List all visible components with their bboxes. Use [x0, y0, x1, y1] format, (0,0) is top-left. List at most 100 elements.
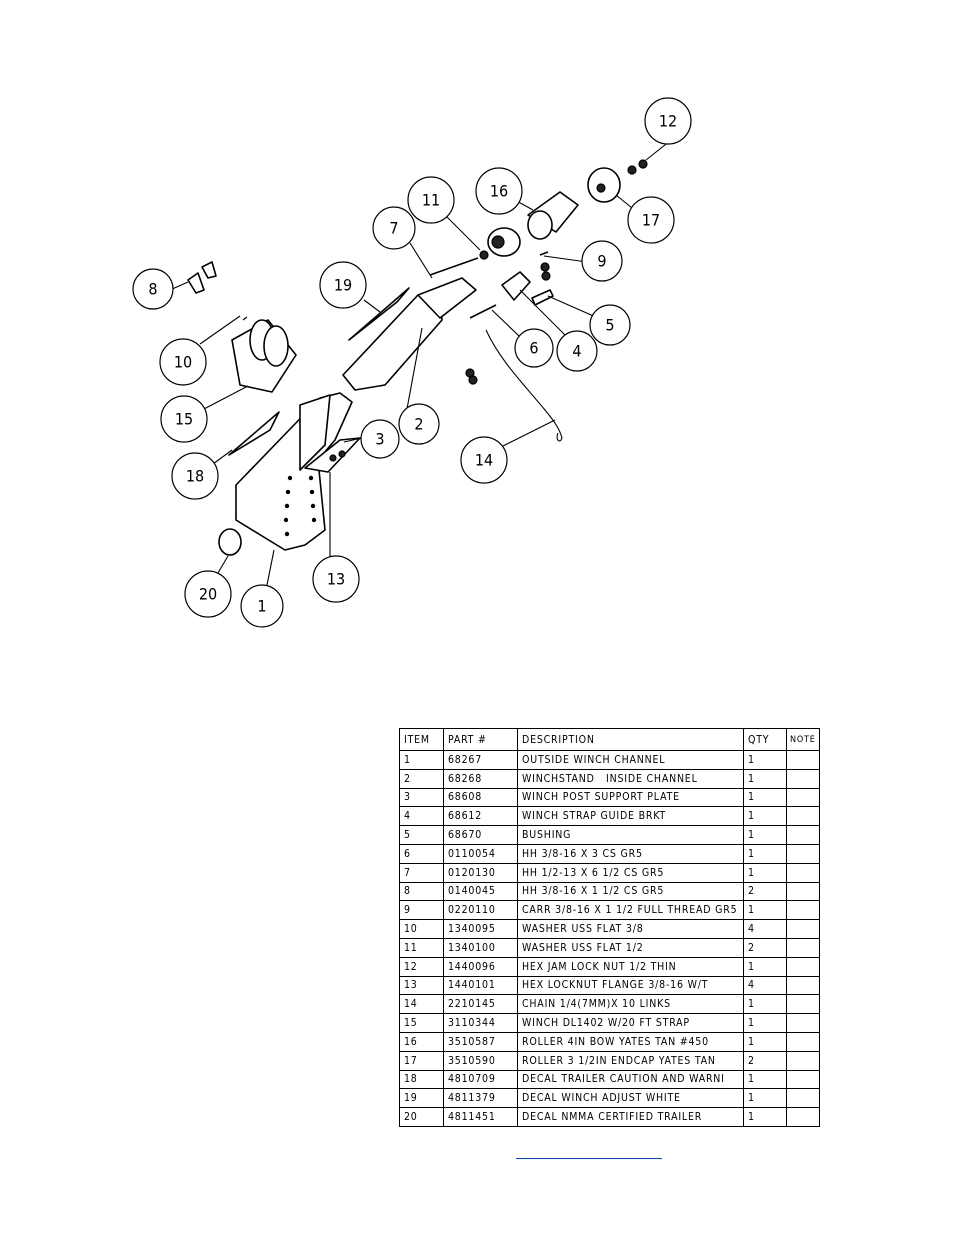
cell-qty: 1 [743, 750, 787, 770]
cell-note [786, 1013, 820, 1033]
cell-item: 7 [399, 862, 444, 883]
cell-note [786, 862, 820, 883]
callout-label: 10 [174, 353, 192, 372]
winch [231, 316, 297, 393]
cell-desc: WINCH STRAP GUIDE BRKT [517, 806, 744, 827]
callout-circle [312, 555, 360, 603]
cell-item: 15 [399, 1013, 444, 1033]
cell-desc: HH 3/8-16 X 3 CS GR5 [517, 843, 744, 864]
cell-part: 0140045 [443, 881, 518, 902]
callout-circle [132, 268, 174, 310]
cell-note [786, 1069, 820, 1090]
callout-12: 12 [644, 97, 692, 145]
cell-item: 14 [399, 994, 444, 1015]
cell-note [786, 881, 820, 902]
callout-label: 14 [475, 451, 493, 470]
callout-10: 10 [159, 338, 207, 386]
cell-part: 0220110 [443, 900, 518, 921]
callout-circle [171, 452, 219, 500]
callout-18: 18 [171, 452, 219, 500]
cell-qty: 1 [743, 1013, 787, 1033]
cell-part: 4810709 [443, 1069, 518, 1090]
cell-qty: 2 [743, 937, 787, 958]
callout-1: 1 [240, 584, 284, 628]
cell-qty: 1 [743, 843, 787, 864]
callout-circle [160, 395, 208, 443]
callout-20: 20 [184, 570, 232, 618]
cell-part: 68268 [443, 768, 518, 789]
cell-part: 68612 [443, 806, 518, 827]
cell-qty: 1 [743, 956, 787, 977]
cell-item: 10 [399, 919, 444, 939]
header-description: DESCRIPTION [517, 728, 744, 751]
cell-item: 20 [399, 1107, 444, 1127]
callout-3: 3 [360, 419, 400, 459]
chain [485, 329, 563, 442]
callout-label: 11 [422, 191, 440, 210]
callout-circle [372, 206, 416, 250]
callout-label: 3 [375, 430, 384, 449]
cell-desc: WINCHSTAND INSIDE CHANNEL [517, 768, 744, 789]
cell-part: 1440096 [443, 956, 518, 977]
callout-label: 20 [199, 585, 217, 604]
cell-desc: DECAL NMMA CERTIFIED TRAILER [517, 1107, 744, 1127]
hyperlink-underline[interactable] [516, 1158, 662, 1159]
callout-label: 16 [490, 182, 508, 201]
cell-part: 1440101 [443, 975, 518, 996]
cell-qty: 1 [743, 806, 787, 827]
cell-item: 16 [399, 1031, 444, 1052]
cell-qty: 1 [743, 787, 787, 808]
cell-note [786, 1107, 820, 1127]
callout-label: 7 [389, 219, 398, 238]
table-header-row: ITEM PART # DESCRIPTION QTY NOTE [399, 728, 820, 751]
cell-item: 1 [399, 750, 444, 770]
cell-item: 12 [399, 956, 444, 977]
callout-8: 8 [132, 268, 174, 310]
cell-note [786, 1050, 820, 1071]
callout-circle [581, 240, 623, 282]
cell-part: 1340095 [443, 919, 518, 939]
cell-part: 3510587 [443, 1031, 518, 1052]
callout-circle [514, 328, 554, 368]
callout-circle [460, 436, 508, 484]
cell-part: 68267 [443, 750, 518, 770]
callout-circle [644, 97, 692, 145]
cell-note [786, 768, 820, 789]
cell-desc: DECAL TRAILER CAUTION AND WARNI [517, 1069, 744, 1090]
cell-qty: 1 [743, 768, 787, 789]
cell-desc: WASHER USS FLAT 1/2 [517, 937, 744, 958]
callout-6: 6 [514, 328, 554, 368]
header-note: NOTE [786, 728, 820, 751]
cell-item: 19 [399, 1088, 444, 1109]
callout-label: 9 [597, 252, 606, 271]
cell-part: 2210145 [443, 994, 518, 1015]
cell-note [786, 994, 820, 1015]
callout-label: 6 [529, 339, 538, 358]
cell-desc: BUSHING [517, 825, 744, 845]
callout-circle [407, 176, 455, 224]
callout-circle [627, 196, 675, 244]
cell-desc: HH 3/8-16 X 1 1/2 CS GR5 [517, 881, 744, 902]
cell-note [786, 975, 820, 996]
cell-part: 4811379 [443, 1088, 518, 1109]
cell-desc: DECAL WINCH ADJUST WHITE [517, 1088, 744, 1109]
cell-item: 3 [399, 787, 444, 808]
cell-qty: 1 [743, 994, 787, 1015]
cell-item: 5 [399, 825, 444, 845]
cell-part: 3110344 [443, 1013, 518, 1033]
rollers [487, 167, 621, 257]
cell-item: 11 [399, 937, 444, 958]
cell-part: 0120130 [443, 862, 518, 883]
